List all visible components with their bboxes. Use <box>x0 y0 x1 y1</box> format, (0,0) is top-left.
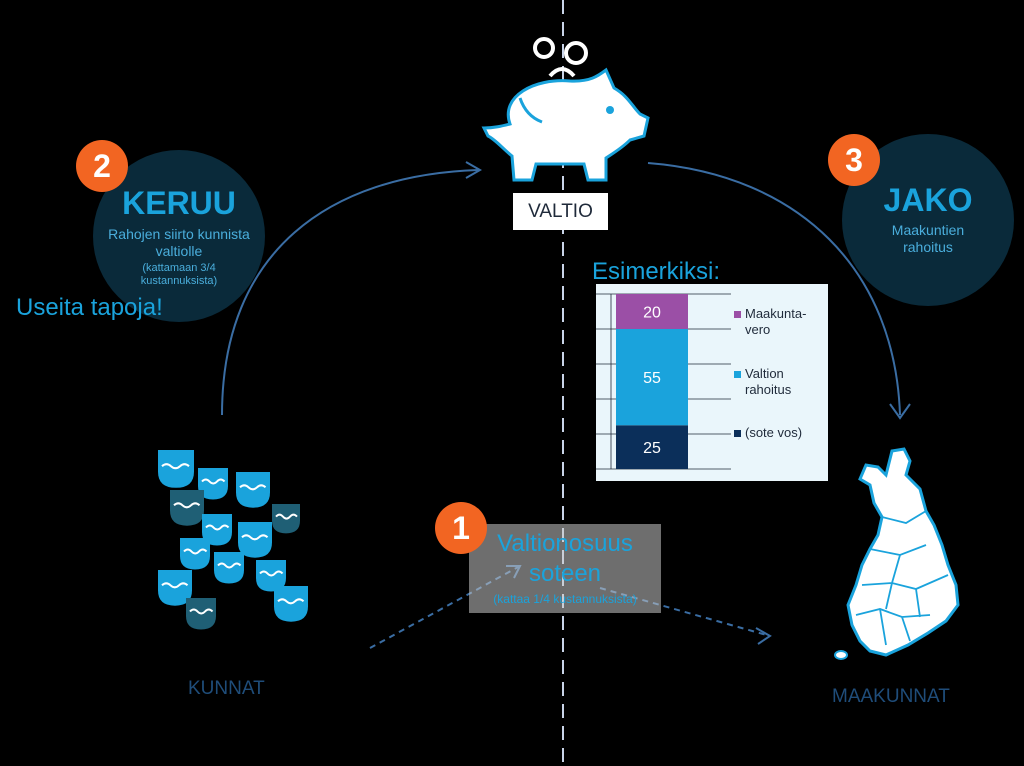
keruu-arrow <box>221 169 479 416</box>
legend-text-maakuntavero-2: vero <box>745 322 771 337</box>
kunnat-buckets-icon <box>158 450 308 630</box>
chart-bar-segment <box>616 294 688 329</box>
valtionosuus-title-1: Valtionosuus <box>497 530 633 557</box>
chart-data-label: 20 <box>643 305 661 322</box>
valtionosuus-number-badge: 1 <box>435 502 487 554</box>
bucket-wave <box>161 582 189 589</box>
jako-arrowhead <box>889 403 911 420</box>
bucket-wave <box>205 524 230 531</box>
example-label: Esimerkiksi: <box>592 258 721 285</box>
bucket-wave <box>277 598 305 605</box>
bucket-wave <box>173 502 201 509</box>
jako-arrow <box>647 162 901 416</box>
jako-title: JAKO <box>883 182 973 218</box>
legend-text-valtion-2: rahoitus <box>745 382 792 397</box>
piggy-bank-icon <box>481 37 650 182</box>
legend-swatch-maakuntavero <box>734 311 741 319</box>
legend-swatch-sote-vos <box>734 430 741 438</box>
valtionosuus-title-2: soteen <box>528 560 602 587</box>
finland-map-icon <box>834 447 960 660</box>
valtionosuus-note: (kattaa 1/4 kustannuksista) <box>493 592 637 606</box>
maakunnat-label: MAAKUNNAT <box>832 686 950 707</box>
legend-item-sote-vos: (sote vos) <box>734 425 802 441</box>
vos-arrow-right <box>599 587 771 637</box>
legend-text-valtion-1: Valtion <box>745 366 784 381</box>
keruu-subtitle: Rahojen siirto kunnista valtiolle <box>108 226 250 259</box>
stacked-bar-chart: 25 55 20 <box>596 293 731 470</box>
keruu-arrowhead <box>465 161 483 179</box>
bucket-wave <box>183 548 208 555</box>
bucket-wave <box>189 608 214 615</box>
bucket-wave <box>201 478 226 485</box>
chart-bar-segment <box>616 329 688 426</box>
jako-subtitle: Maakuntien rahoitus <box>891 222 965 255</box>
valtio-label: VALTIO <box>513 193 608 230</box>
jako-number-badge: 3 <box>828 134 880 186</box>
keruu-extra-text: Useita tapoja! <box>16 294 163 321</box>
bucket-wave <box>217 562 242 569</box>
chart-data-label: 25 <box>643 440 661 457</box>
chart-bar-segment <box>616 425 688 469</box>
legend-item-valtion-rahoitus: Valtion rahoitus <box>734 366 791 398</box>
valtionosuus-box <box>469 524 661 613</box>
example-chart: 25 55 20 Maakunta- vero Valtion rahoitus (… <box>596 284 828 481</box>
bucket-wave <box>239 484 267 491</box>
legend-text-sote-vos: (sote vos) <box>745 425 803 440</box>
kunnat-label: KUNNAT <box>188 678 265 699</box>
keruu-title: KERUU <box>122 185 236 221</box>
bucket-wave <box>161 463 190 470</box>
vos-arrowhead-right <box>755 627 772 645</box>
chart-data-label: 55 <box>643 370 661 387</box>
bucket-wave <box>241 534 269 541</box>
keruu-number-badge: 2 <box>76 140 128 192</box>
legend-text-maakuntavero-1: Maakunta- <box>745 306 807 321</box>
bucket-wave <box>259 570 284 577</box>
legend-item-maakuntavero: Maakunta- vero <box>734 306 806 338</box>
legend-swatch-valtion-rahoitus <box>734 371 741 379</box>
bucket-wave <box>275 513 298 520</box>
keruu-note: (kattamaan 3/4 kustannuksista) <box>140 262 218 287</box>
